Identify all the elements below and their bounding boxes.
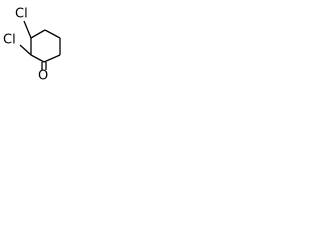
- molecule-structure: Cl Cl O: [3, 7, 61, 84]
- bond-c3-chlorine-top: [23, 20, 32, 39]
- atom-label-chlorine-left: Cl: [3, 33, 16, 48]
- ring-bond-c3-c4: [30, 29, 46, 39]
- ring-bond-c6-c1: [43, 54, 61, 63]
- ring-bond-c1-c2: [30, 54, 45, 63]
- atom-label-oxygen: O: [38, 69, 48, 84]
- bond-c2-chlorine-left: [19, 44, 32, 56]
- atom-label-chlorine-top: Cl: [15, 7, 28, 22]
- ring-bond-c4-c5: [44, 29, 61, 39]
